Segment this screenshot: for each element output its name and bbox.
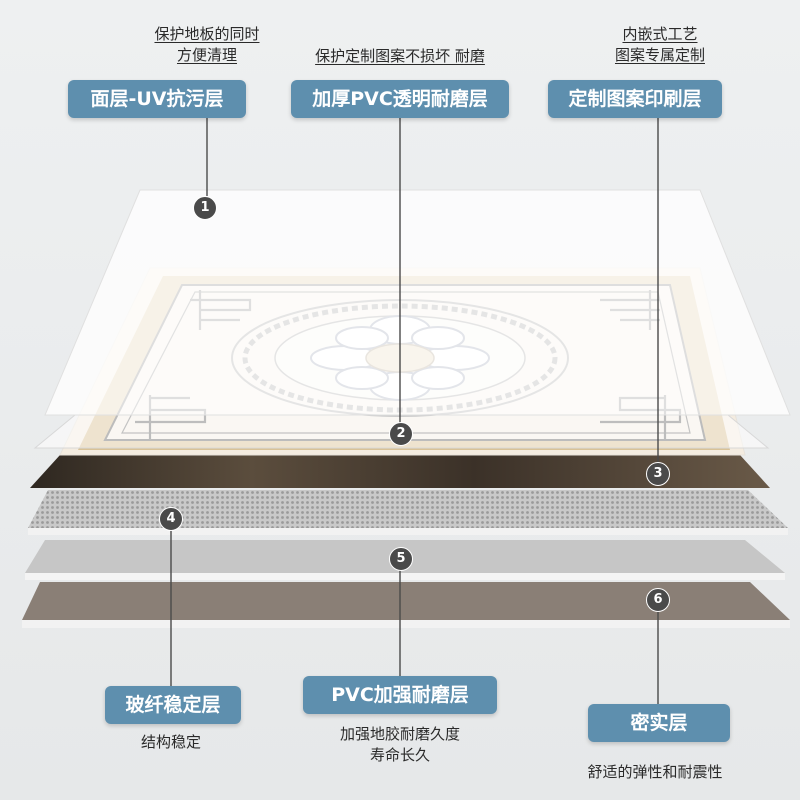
badge-4: 4 (159, 507, 183, 531)
dense-layer (22, 582, 790, 628)
badge-6: 6 (646, 588, 670, 612)
caption-line: 寿命长久 (369, 746, 430, 764)
caption-line: 方便清理 (176, 46, 237, 64)
caption-layer-6: 舒适的弹性和耐震性 (555, 762, 755, 783)
badge-1: 1 (193, 196, 217, 220)
caption-line: 内嵌式工艺 (622, 25, 698, 43)
uv-surface-layer (44, 189, 791, 416)
caption-layer-2: 保护定制图案不损坏 耐磨 (255, 46, 545, 67)
caption-layer-1: 保护地板的同时 方便清理 (82, 24, 332, 66)
label-pvc-reinforced-layer: PVC加强耐磨层 (303, 676, 497, 714)
label-dense-layer: 密实层 (588, 704, 730, 742)
caption-layer-3: 内嵌式工艺 图案专属定制 (560, 24, 760, 66)
badge-3: 3 (646, 462, 670, 486)
caption-layer-4: 结构稳定 (100, 732, 242, 753)
label-pattern-layer: 定制图案印刷层 (548, 80, 722, 118)
label-fiberglass-layer: 玻纤稳定层 (105, 686, 241, 724)
label-clear-pvc-layer: 加厚PVC透明耐磨层 (291, 80, 509, 118)
caption-line: 舒适的弹性和耐震性 (587, 763, 723, 781)
caption-line: 保护地板的同时 (154, 25, 260, 43)
badge-5: 5 (389, 547, 413, 571)
badge-2: 2 (389, 422, 413, 446)
caption-layer-5: 加强地胶耐磨久度 寿命长久 (280, 724, 520, 766)
leader-lines (170, 118, 659, 704)
caption-line: 结构稳定 (140, 733, 201, 751)
caption-line: 保护定制图案不损坏 耐磨 (315, 47, 485, 65)
caption-line: 加强地胶耐磨久度 (339, 725, 460, 743)
caption-line: 图案专属定制 (614, 46, 705, 64)
fiberglass-layer (28, 490, 788, 535)
label-uv-layer: 面层-UV抗污层 (68, 80, 246, 118)
